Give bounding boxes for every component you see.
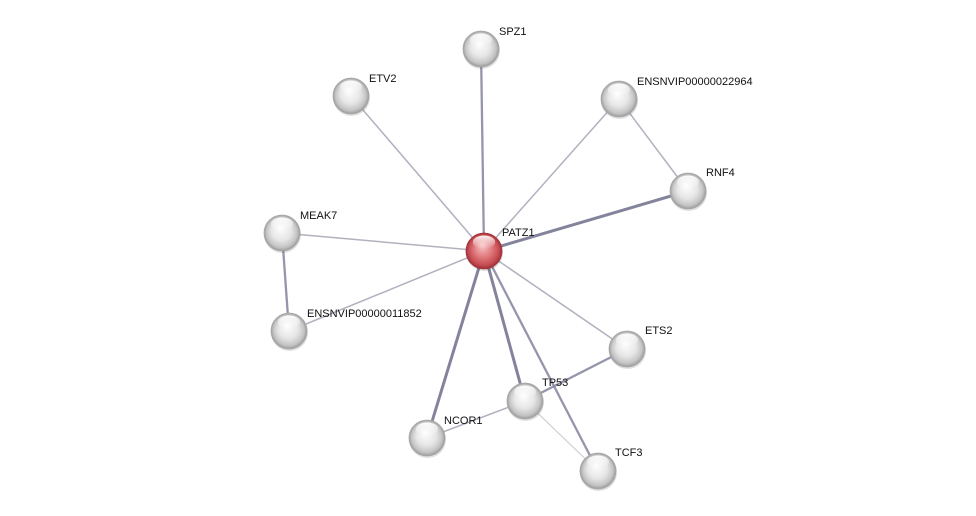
node-tcf3[interactable]: TCF3 [579, 447, 643, 491]
node-label-etv2: ETV2 [369, 73, 397, 85]
node-label-tp53: TP53 [542, 377, 568, 389]
edge-patz1-ncor1[interactable] [425, 250, 486, 439]
node-label-ensnvip00000011852: ENSNVIP00000011852 [307, 308, 422, 320]
edge-patz1-tp53[interactable] [482, 250, 527, 402]
node-highlight [472, 235, 496, 249]
node-ensnvip00000022964[interactable]: ENSNVIP00000022964 [600, 76, 753, 119]
node-highlight [469, 33, 493, 47]
node-meak7[interactable]: MEAK7 [263, 210, 337, 253]
node-patz1[interactable]: PATZ1 [465, 227, 535, 271]
edge-tp53-ets2[interactable] [524, 347, 628, 403]
edge-patz1-rnf4[interactable] [483, 189, 689, 253]
node-highlight [615, 333, 639, 347]
node-label-tcf3: TCF3 [615, 447, 643, 459]
edge-patz1-spz1[interactable] [479, 48, 486, 252]
edge-ensnvip00000022964-rnf4[interactable] [618, 98, 689, 192]
node-highlight [586, 455, 610, 469]
node-rnf4[interactable]: RNF4 [669, 167, 735, 211]
edge-patz1-etv2[interactable] [350, 95, 485, 252]
node-highlight [415, 422, 439, 436]
node-highlight [676, 175, 700, 189]
node-label-ets2: ETS2 [645, 325, 673, 337]
node-spz1[interactable]: SPZ1 [462, 26, 527, 69]
node-ets2[interactable]: ETS2 [608, 325, 673, 369]
node-highlight [607, 83, 631, 97]
node-highlight [270, 217, 294, 231]
edge-patz1-tcf3[interactable] [482, 250, 600, 472]
edge-patz1-meak7[interactable] [281, 232, 485, 252]
node-label-meak7: MEAK7 [300, 210, 337, 222]
node-label-rnf4: RNF4 [706, 167, 735, 179]
node-ncor1[interactable]: NCOR1 [408, 415, 483, 458]
node-highlight [277, 315, 301, 329]
node-highlight [513, 385, 537, 399]
edge-patz1-ensnvip00000022964[interactable] [483, 98, 620, 252]
edge-patz1-ets2[interactable] [483, 250, 628, 350]
node-etv2[interactable]: ETV2 [332, 73, 397, 116]
node-highlight [339, 80, 363, 94]
node-label-ensnvip00000022964: ENSNVIP00000022964 [637, 76, 753, 88]
node-label-patz1: PATZ1 [502, 227, 535, 239]
node-label-ncor1: NCOR1 [444, 415, 483, 427]
node-tp53[interactable]: TP53 [506, 377, 568, 421]
node-label-spz1: SPZ1 [499, 26, 527, 38]
node-ensnvip00000011852[interactable]: ENSNVIP00000011852 [270, 308, 422, 351]
edge-patz1-ensnvip00000011852[interactable] [288, 250, 485, 332]
